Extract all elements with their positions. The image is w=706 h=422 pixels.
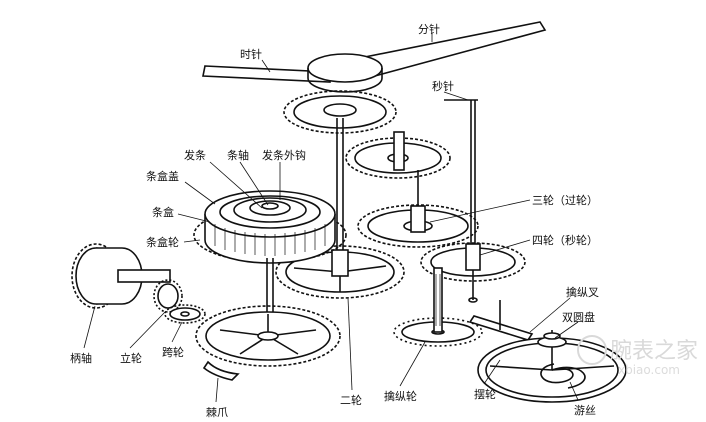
center-arbor-drawing <box>336 118 344 270</box>
label-second-hand: 秒针 <box>432 79 454 93</box>
label-minute-hand: 分针 <box>418 22 440 36</box>
label-barrel: 条盒 <box>152 205 174 219</box>
center-wheel-drawing <box>275 245 405 299</box>
double-roller-drawing <box>537 332 567 348</box>
label-balance-wheel: 摆轮 <box>474 387 496 401</box>
winding-stem-drawing <box>117 269 171 283</box>
label-barrel-wheel: 条盒轮 <box>146 235 179 249</box>
label-mainspring: 发条 <box>184 148 206 162</box>
fourth-wheel-drawing <box>420 242 526 303</box>
watermark-logo-icon <box>577 335 607 365</box>
hour-wheel-drawing <box>283 90 397 134</box>
leader-lines <box>83 34 579 403</box>
center-hub-drawing <box>307 53 383 93</box>
crown-wheel-drawing <box>153 279 183 313</box>
label-third-wheel: 三轮（过轮） <box>532 193 598 207</box>
watermark-url: xbiao.com <box>618 363 680 377</box>
label-fourth-wheel: 四轮（秒轮） <box>532 233 598 247</box>
label-spring-hook: 发条外钩 <box>262 148 306 162</box>
label-arbor: 条轴 <box>227 148 249 162</box>
label-hour-hand: 时针 <box>240 47 262 61</box>
label-click: 棘爪 <box>206 406 228 419</box>
label-hairspring: 游丝 <box>574 404 596 417</box>
label-crown-wheel: 立轮 <box>120 351 142 365</box>
hour-hand-drawing <box>202 65 331 83</box>
pallet-fork-drawing <box>468 300 534 341</box>
watermark-brand: 腕表之家 <box>610 339 698 364</box>
second-hand-drawing <box>444 99 478 252</box>
watermark: 腕表之家 xbiao.com <box>577 335 698 377</box>
label-winding-stem: 柄轴 <box>70 351 92 365</box>
label-center-wheel: 二轮 <box>340 393 362 407</box>
label-double-roller: 双圆盘 <box>562 310 595 324</box>
label-intermediate-wheel: 跨轮 <box>162 345 184 359</box>
intermediate-wheel-drawing <box>164 304 206 324</box>
label-barrel-cover: 条盒盖 <box>146 169 179 183</box>
click-drawing <box>202 360 240 381</box>
label-escape-wheel: 擒纵轮 <box>384 389 417 403</box>
escape-wheel-drawing <box>393 267 483 347</box>
minute-wheel-drawing <box>345 131 451 179</box>
third-wheel-drawing <box>357 170 479 248</box>
ratchet-wheel-drawing <box>195 305 341 367</box>
barrel-drawing <box>193 190 347 264</box>
label-pallet-fork: 擒纵叉 <box>566 285 599 299</box>
